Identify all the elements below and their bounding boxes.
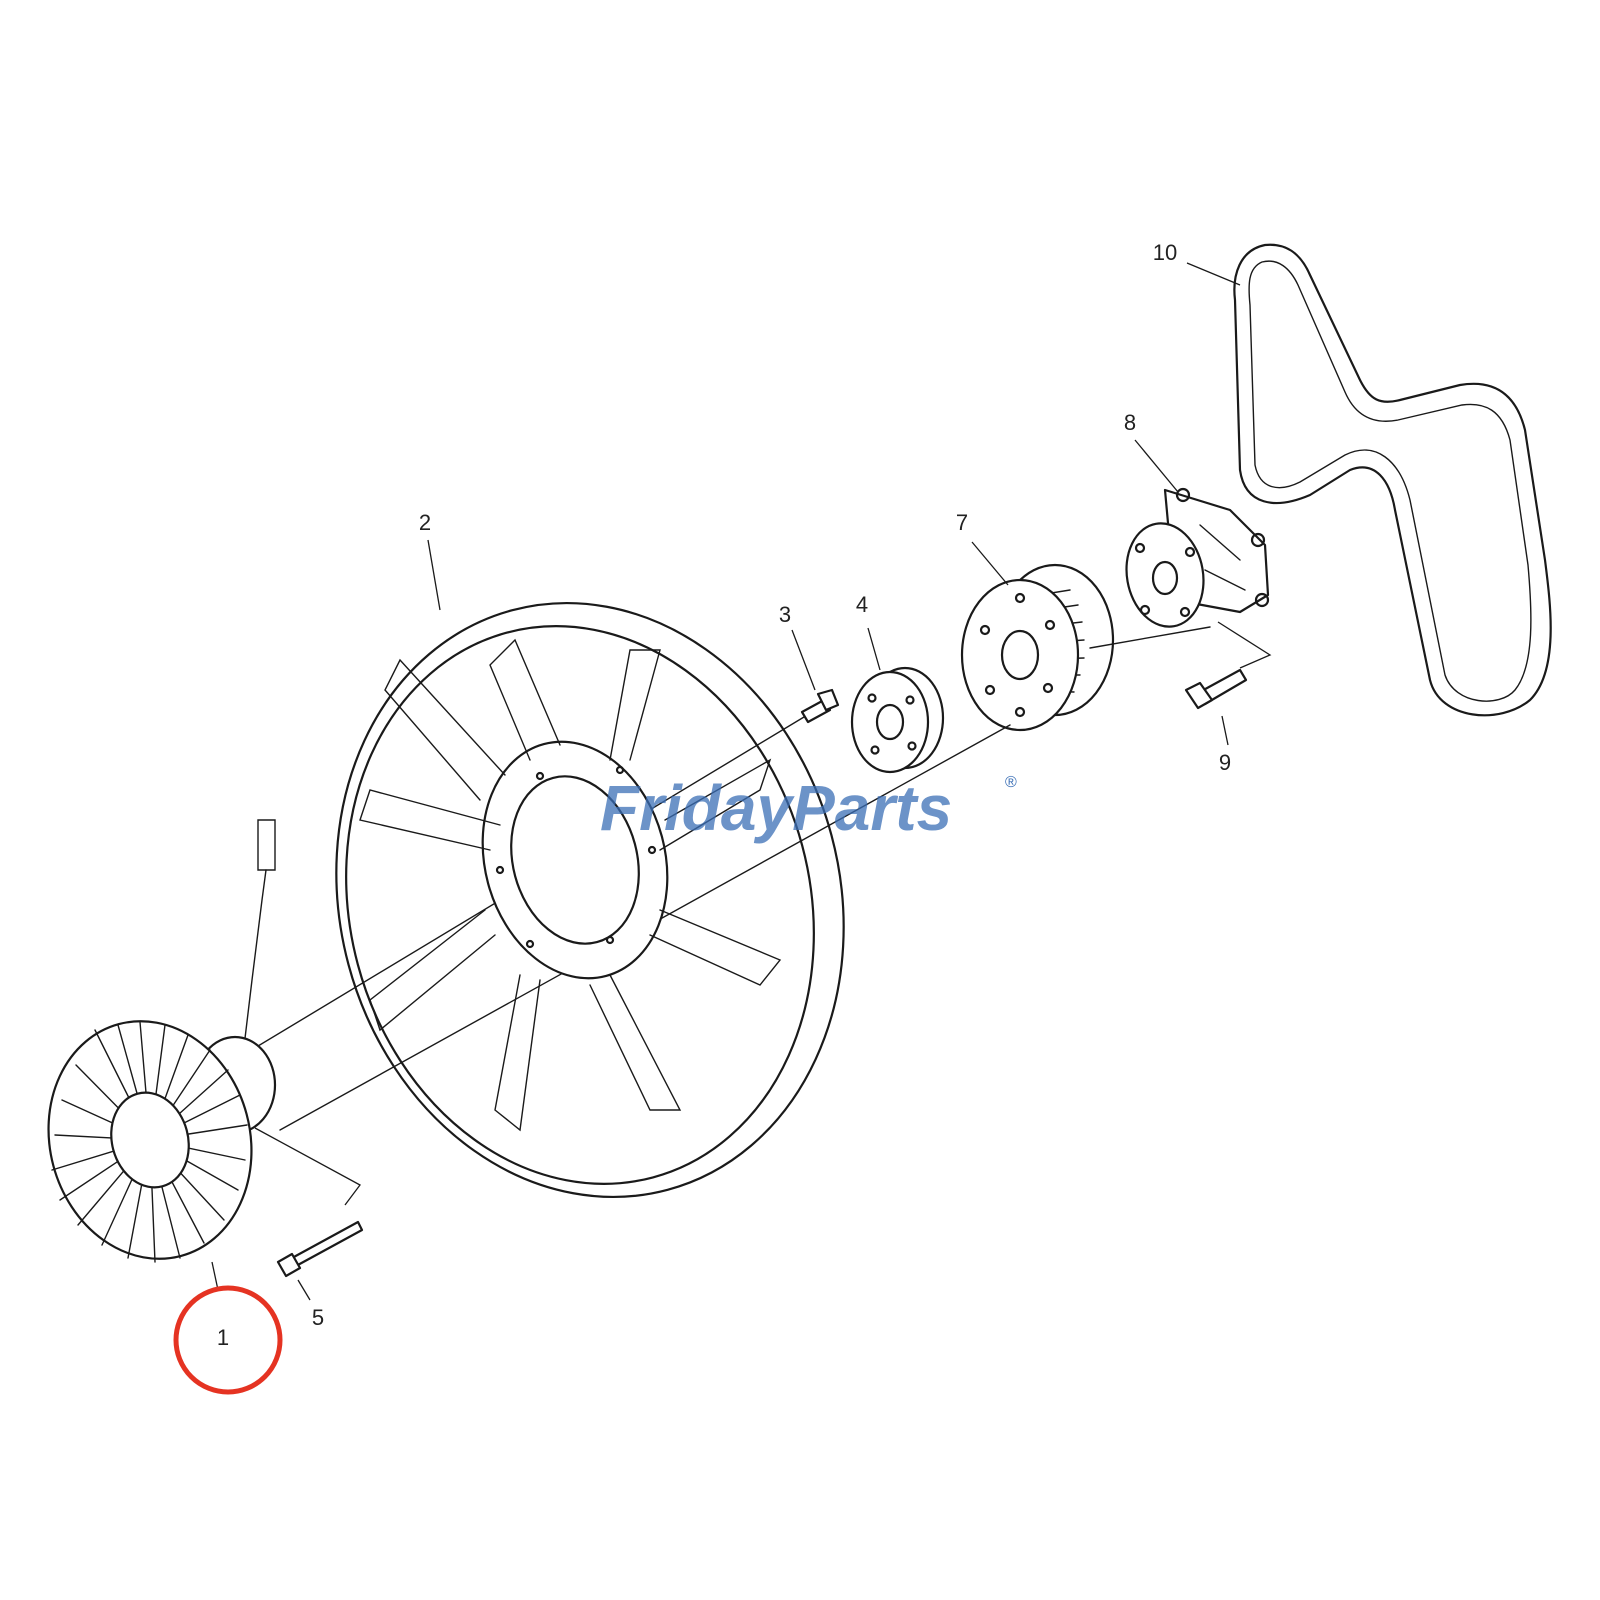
watermark-part-b: Parts — [792, 772, 952, 844]
callout-1: 1 — [217, 1325, 229, 1350]
highlight-circle — [173, 1285, 283, 1395]
callout-9: 9 — [1219, 750, 1231, 775]
watermark: FridayParts — [600, 772, 952, 844]
part-4-spacer — [850, 666, 945, 774]
callout-7: 7 — [956, 510, 968, 535]
callout-8: 8 — [1124, 410, 1136, 435]
callout-3: 3 — [779, 602, 791, 627]
fan-clutch-fins — [51, 1021, 248, 1263]
part-10-drive-belt — [1233, 243, 1552, 717]
callout-5: 5 — [312, 1305, 324, 1330]
part-9-bolt — [1184, 668, 1248, 710]
part-2-fan-ring — [335, 601, 845, 1199]
callout-10: 10 — [1153, 240, 1177, 265]
part-1-fan-clutch — [47, 819, 277, 1263]
callout-2: 2 — [419, 510, 431, 535]
callout-4: 4 — [856, 592, 868, 617]
part-8-water-pump — [1125, 487, 1270, 628]
watermark-registered-mark: ® — [1005, 774, 1017, 791]
part-7-pulley — [960, 563, 1115, 732]
part-5-long-bolt — [276, 1220, 364, 1278]
part-3-bolt — [800, 688, 840, 724]
watermark-part-a: Friday — [600, 772, 795, 844]
